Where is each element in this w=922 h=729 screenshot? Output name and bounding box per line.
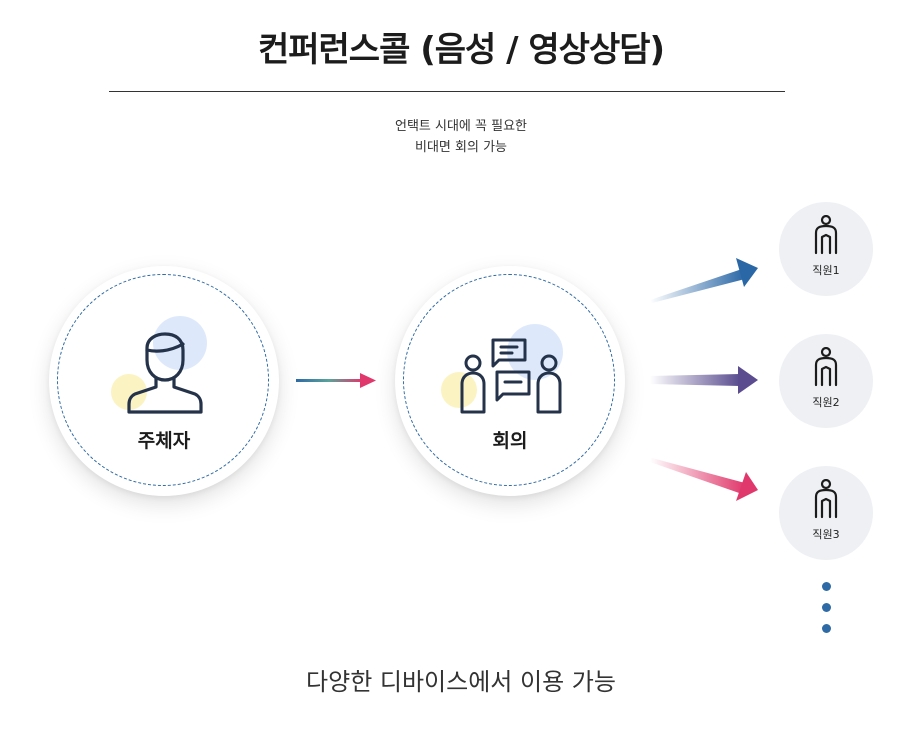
page-title: 컨퍼런스콜 (음성 / 영상상담) (257, 30, 665, 70)
ellipsis-dot (822, 624, 831, 633)
arrow-to-employee-3 (650, 458, 758, 501)
employee-label: 직원2 (812, 396, 840, 409)
employee-icon (814, 347, 838, 387)
employee-node-1: 직원1 (779, 202, 873, 296)
person-icon (127, 332, 203, 414)
employee-label: 직원3 (812, 528, 840, 541)
host-node: 주체자 (49, 266, 279, 496)
meeting-label: 회의 (492, 430, 528, 452)
employee-icon (814, 479, 838, 519)
subtitle-line-1: 언택트 시대에 꼭 필요한 (395, 119, 527, 134)
employee-label: 직원1 (812, 264, 840, 277)
employee-icon (814, 215, 838, 255)
meeting-icon (460, 338, 562, 414)
host-label: 주체자 (137, 430, 191, 452)
footer-caption: 다양한 디바이스에서 이용 가능 (306, 668, 616, 696)
employee-node-3: 직원3 (779, 466, 873, 560)
dashed-ring (57, 274, 269, 486)
arrow-to-employee-2 (650, 366, 758, 394)
ellipsis-dot (822, 582, 831, 591)
arrow-to-employee-1 (650, 258, 758, 303)
employee-node-2: 직원2 (779, 334, 873, 428)
ellipsis-dot (822, 603, 831, 612)
host-to-meeting-arrow (296, 373, 376, 388)
title-divider (109, 91, 785, 92)
dashed-ring (403, 274, 615, 486)
subtitle: 언택트 시대에 꼭 필요한 비대면 회의 가능 (0, 116, 922, 158)
meeting-node: 회의 (395, 266, 625, 496)
subtitle-line-2: 비대면 회의 가능 (415, 140, 507, 155)
